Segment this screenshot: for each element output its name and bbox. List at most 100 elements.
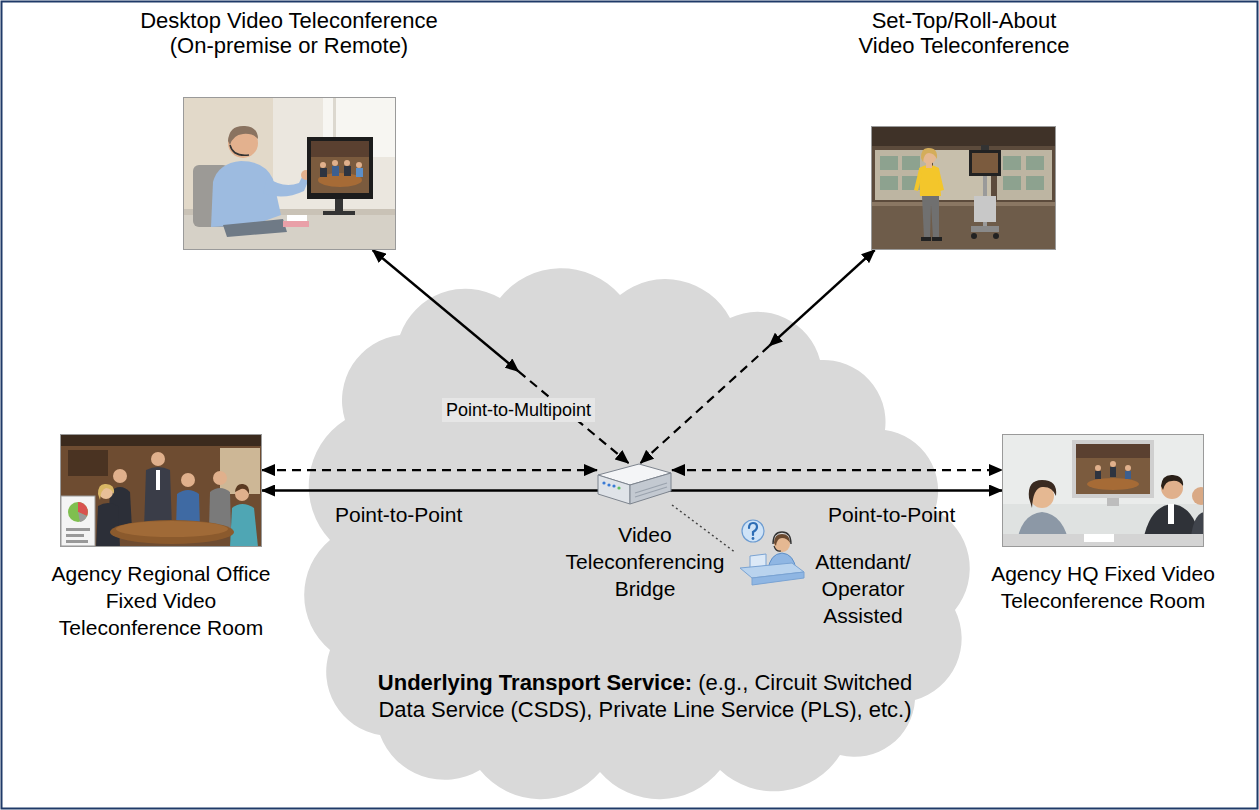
text-block: Video Teleconferencing Bridge <box>556 521 734 602</box>
desktop-endpoint: Desktop Video Teleconference (On-premise… <box>183 97 396 250</box>
regional-room-photo-part <box>98 484 114 500</box>
settop-photo-part <box>871 204 1056 250</box>
operator-icon-part <box>774 546 781 551</box>
hq-room-photo-part <box>1095 465 1101 471</box>
desktop-photo-part <box>228 126 258 145</box>
regional-room: Agency Regional Office Fixed Video Telec… <box>60 434 262 547</box>
line-label-holder: Point-to-Point <box>824 501 959 528</box>
node-caption: Video Teleconferencing Bridge <box>556 521 734 602</box>
operator-icon-part <box>774 534 790 546</box>
desktop-photo-part <box>311 141 369 193</box>
desktop-photo-part <box>184 98 396 250</box>
connector <box>672 470 1002 471</box>
settop-photo-part <box>871 202 1056 206</box>
settop-photo-part <box>1003 176 1021 190</box>
operator-icon <box>736 518 806 588</box>
settop-photo-part <box>932 237 942 241</box>
hq-room-photo-part <box>1125 471 1131 479</box>
desktop-photo-part <box>320 162 326 168</box>
node-caption: Attendant/ Operator Assisted <box>811 548 915 629</box>
connection-type-label: Point-to-Multipoint <box>442 398 595 422</box>
operator-icon-part <box>752 572 804 585</box>
settop-photo-part <box>974 196 996 222</box>
desktop-photo-part <box>344 160 350 166</box>
settop-photo-part <box>969 150 1001 176</box>
hq-room-photo-part <box>1168 504 1174 524</box>
hq-room-photo-part <box>1072 440 1154 498</box>
regional-room-photo-part <box>60 434 262 547</box>
settop-endpoint: Set-Top/Roll-About Video Teleconference <box>871 126 1056 250</box>
hq-room-photo-part <box>1076 444 1150 458</box>
settop-photo-part <box>993 233 999 239</box>
attendant-operator: Attendant/ Operator Assisted <box>736 518 806 588</box>
solid-link <box>769 250 874 346</box>
hq-room-photo-part <box>1192 487 1204 505</box>
settop-photo-part <box>914 169 922 191</box>
line-label-holder: Point-to-Point <box>331 501 466 528</box>
regional-room-photo-part <box>144 467 172 529</box>
hq-room-photo-part <box>1076 444 1150 494</box>
desktop-photo-part <box>223 219 287 237</box>
operator-icon-part <box>742 520 764 542</box>
regional-room-photo-part <box>78 512 87 522</box>
line-label-holder: Point-to-Multipoint <box>442 398 595 422</box>
desktop-photo-part <box>335 197 343 213</box>
text-block: Desktop Video Teleconference (On-premise… <box>134 8 444 58</box>
bridge-device-icon-part <box>607 483 610 486</box>
regional-room-photo-part <box>66 534 84 537</box>
hq-room-photo-part <box>1002 534 1204 547</box>
text-block: Set-Top/Roll-About Video Teleconference <box>848 8 1080 58</box>
regional-room-photo-part <box>116 521 228 537</box>
cloud-outline <box>304 268 970 799</box>
hq-room-photo-part <box>1110 467 1116 477</box>
video-bridge: Video Teleconferencing Bridge <box>597 463 672 505</box>
settop-photo-part <box>875 150 927 200</box>
settop-photo-part <box>880 156 898 170</box>
bridge-device-icon-part <box>612 484 615 487</box>
hq-room-photo-part <box>1002 504 1204 547</box>
connection-type-label: Point-to-Point <box>824 501 959 528</box>
desktop-photo-part <box>183 97 396 250</box>
bridge-device-icon-part <box>635 487 667 497</box>
regional-room-photo-part <box>213 471 227 485</box>
regional-room-photo-part <box>181 473 195 487</box>
desktop-photo-part <box>311 141 369 157</box>
node-caption: Desktop Video Teleconference (On-premise… <box>134 8 444 58</box>
desktop-photo-part <box>332 166 339 176</box>
settop-photo <box>871 126 1056 250</box>
hq-room-photo-part <box>1125 465 1131 471</box>
operator-icon-part <box>749 523 757 535</box>
settop-photo-part <box>922 196 939 238</box>
regional-room-photo-part <box>230 504 258 547</box>
settop-photo-part <box>1003 156 1021 170</box>
hq-room-photo-part <box>1107 498 1119 506</box>
settop-photo-part <box>997 150 1052 200</box>
text-block: Agency HQ Fixed Video Teleconference Roo… <box>985 560 1221 614</box>
regional-room-photo-part <box>110 520 234 544</box>
desktop-photo-part <box>344 166 351 176</box>
desktop-photo-part <box>263 175 309 197</box>
hq-room-photo-part <box>1003 435 1204 547</box>
regional-room-photo-part <box>235 484 249 494</box>
transport-heading: Underlying Transport Service: <box>378 670 692 695</box>
settop-photo-part <box>1026 156 1044 170</box>
regional-room-photo-part <box>68 450 108 476</box>
settop-photo-part <box>872 127 1056 250</box>
settop-photo-part <box>880 176 898 190</box>
settop-photo-part <box>971 226 999 232</box>
regional-room-photo-part <box>68 502 88 522</box>
settop-photo-part <box>919 165 941 196</box>
desktop-photo-part <box>307 137 373 199</box>
regional-room-photo <box>60 434 262 547</box>
settop-photo-part <box>1026 176 1044 190</box>
regional-room-photo-part <box>151 452 165 466</box>
hq-room-photo-part <box>1029 480 1056 508</box>
regional-room-photo-part <box>96 503 120 547</box>
settop-photo-part <box>921 148 937 162</box>
hq-room-photo-part <box>1087 478 1139 490</box>
desktop-photo-part <box>332 160 338 166</box>
text-block: Attendant/ Operator Assisted <box>811 548 915 629</box>
hq-room-photo-part <box>1084 534 1114 542</box>
